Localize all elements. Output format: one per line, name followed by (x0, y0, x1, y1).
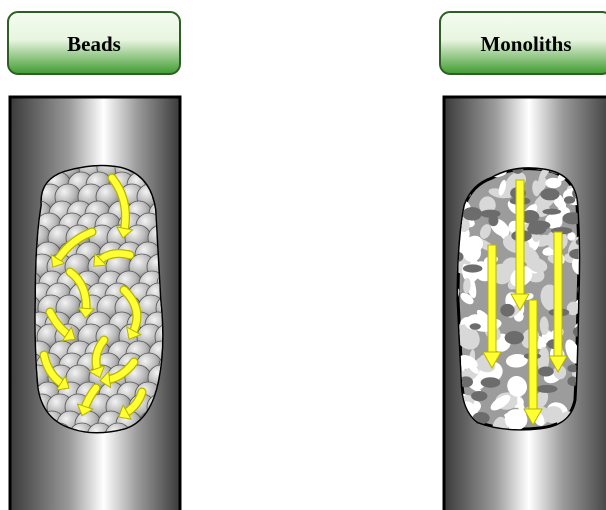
beads-panel: Beads (8, 12, 195, 510)
monolith-skeleton-shade (500, 304, 514, 317)
monolith-skeleton-shade (462, 207, 481, 220)
monolith-skeleton-shade (480, 210, 500, 218)
monoliths-label: Monoliths (480, 32, 571, 56)
beads-label-box: Beads (8, 12, 180, 74)
monoliths-label-box: Monoliths (440, 12, 606, 74)
monolith-skeleton-shade (470, 323, 481, 330)
monolith-skeleton-shade (564, 196, 575, 204)
monolith-skeleton-shade (505, 331, 524, 344)
monolith-skeleton-shade (536, 385, 558, 393)
monolith-skeleton-shade (481, 377, 501, 387)
monolith-skeleton-shade (540, 188, 559, 200)
monolith-skeleton-shade (542, 209, 561, 215)
beads-label: Beads (67, 32, 121, 56)
monoliths-panel: Monoliths (440, 12, 606, 510)
monolith-skeleton-shade (538, 366, 554, 376)
monolith-skeleton-shade (463, 264, 483, 272)
monolith-skeleton-shade (471, 391, 487, 401)
